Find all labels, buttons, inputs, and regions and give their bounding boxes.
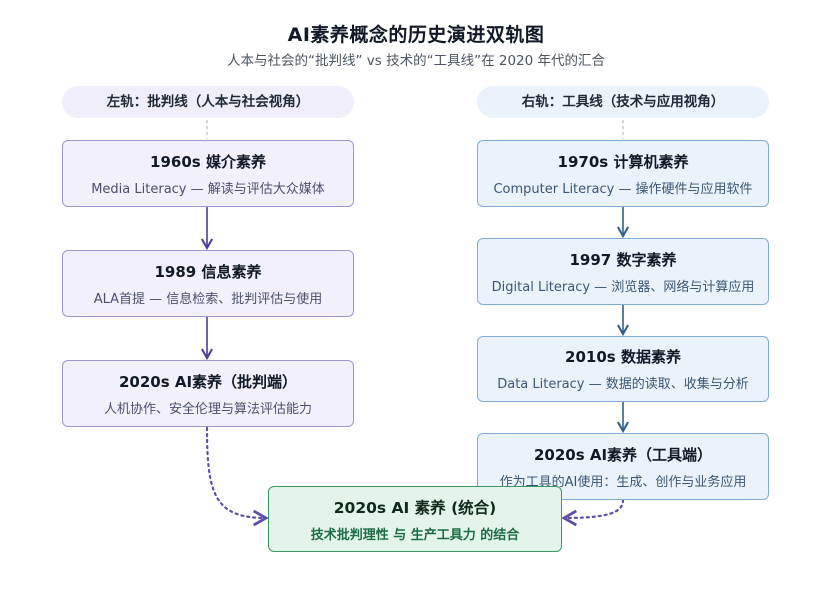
node-title: 2010s 数据素养 xyxy=(565,348,681,366)
right-merge-connector xyxy=(561,498,625,527)
diagram-subtitle: 人本与社会的“批判线” vs 技术的“工具线”在 2020 年代的汇合 xyxy=(226,53,606,69)
right-track-header: 右轨：工具线（技术与应用视角） xyxy=(477,86,769,118)
node-ai-literacy-critical: 2020s AI素养（批判端） 人机协作、安全伦理与算法评估能力 xyxy=(62,360,354,427)
left-merge-connector xyxy=(205,426,269,527)
node-description: Data Literacy — 数据的读取、收集与分析 xyxy=(497,377,749,392)
node-information-literacy: 1989 信息素养 ALA首提 — 信息检索、批判评估与使用 xyxy=(62,250,354,317)
node-title: 2020s AI素养（批判端） xyxy=(118,372,298,391)
node-description: 人机协作、安全伦理与算法评估能力 xyxy=(103,401,312,417)
node-title: 1960s 媒介素养 xyxy=(150,152,266,171)
node-title: 1997 数字素养 xyxy=(569,250,677,269)
node-description: Media Literacy — 解读与评估大众媒体 xyxy=(91,181,325,197)
node-description: Computer Literacy — 操作硬件与应用软件 xyxy=(493,181,753,197)
node-computer-literacy: 1970s 计算机素养 Computer Literacy — 操作硬件与应用软… xyxy=(477,140,769,207)
node-description: Digital Literacy — 浏览器、网络与计算应用 xyxy=(491,279,755,295)
node-description: ALA首提 — 信息检索、批判评估与使用 xyxy=(93,291,323,307)
left-track-header: 左轨：批判线（人本与社会视角） xyxy=(62,86,354,118)
diagram-title: AI素养概念的历史演进双轨图 xyxy=(287,24,545,46)
node-title: 2020s AI素养（工具端） xyxy=(533,445,713,464)
node-title: 1989 信息素养 xyxy=(154,262,262,281)
node-description: 技术批判理性 与 生产工具力 的结合 xyxy=(310,527,520,543)
node-ai-literacy-tool: 2020s AI素养（工具端） 作为工具的AI使用：生成、创作与业务应用 xyxy=(477,433,769,500)
node-data-literacy: 2010s 数据素养 Data Literacy — 数据的读取、收集与分析 xyxy=(477,336,769,402)
node-ai-literacy-unified: 2020s AI 素养 (统合) 技术批判理性 与 生产工具力 的结合 xyxy=(268,486,562,552)
node-digital-literacy: 1997 数字素养 Digital Literacy — 浏览器、网络与计算应用 xyxy=(477,238,769,305)
node-description: 作为工具的AI使用：生成、创作与业务应用 xyxy=(499,474,747,490)
node-title: 1970s 计算机素养 xyxy=(557,152,689,171)
node-title: 2020s AI 素养 (统合) xyxy=(333,498,497,517)
node-media-literacy: 1960s 媒介素养 Media Literacy — 解读与评估大众媒体 xyxy=(62,140,354,207)
